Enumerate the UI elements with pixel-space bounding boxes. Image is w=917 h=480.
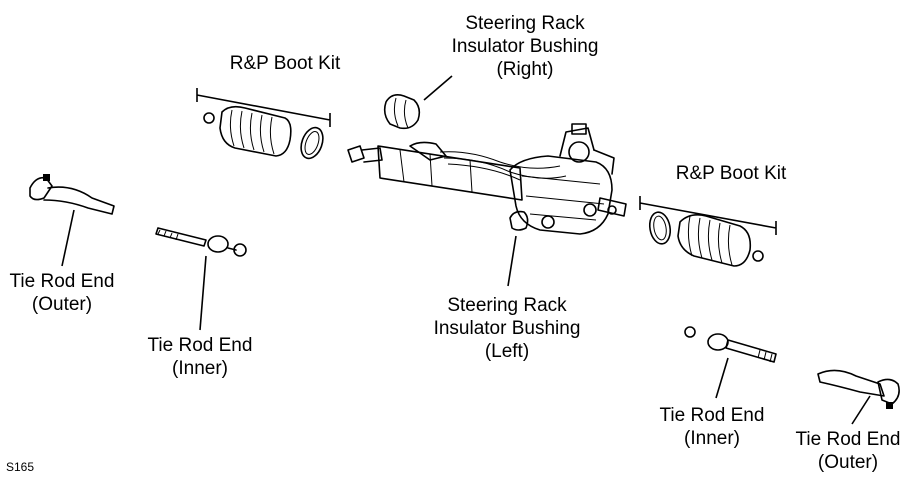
tie-rod-inner-left <box>155 227 247 331</box>
figure-code: S165 <box>6 460 35 474</box>
label-tie-rod-outer-right: Tie Rod End (Outer) <box>795 429 901 473</box>
label-boot-kit-right: R&P Boot Kit <box>675 163 787 184</box>
label-insulator-bushing-right: Steering Rack Insulator Bushing (Right) <box>451 13 599 80</box>
boot-kit-left-bracket <box>196 88 331 127</box>
steering-rack <box>347 123 627 287</box>
tie-rod-outer-left <box>29 174 115 267</box>
boot-kit-left <box>203 105 324 160</box>
tie-rod-outer-right <box>817 369 900 425</box>
label-tie-rod-outer-left: Tie Rod End (Outer) <box>9 271 115 315</box>
label-insulator-bushing-left: Steering Rack Insulator Bushing (Left) <box>433 295 581 362</box>
label-tie-rod-inner-right: Tie Rod End (Inner) <box>659 405 765 449</box>
boot-kit-right-bracket <box>639 196 777 235</box>
label-tie-rod-inner-left: Tie Rod End (Inner) <box>147 335 253 379</box>
boot-kit-right <box>648 211 764 267</box>
insulator-bushing-right <box>383 75 453 130</box>
tie-rod-inner-right <box>684 326 777 399</box>
label-boot-kit-left: R&P Boot Kit <box>229 53 341 74</box>
